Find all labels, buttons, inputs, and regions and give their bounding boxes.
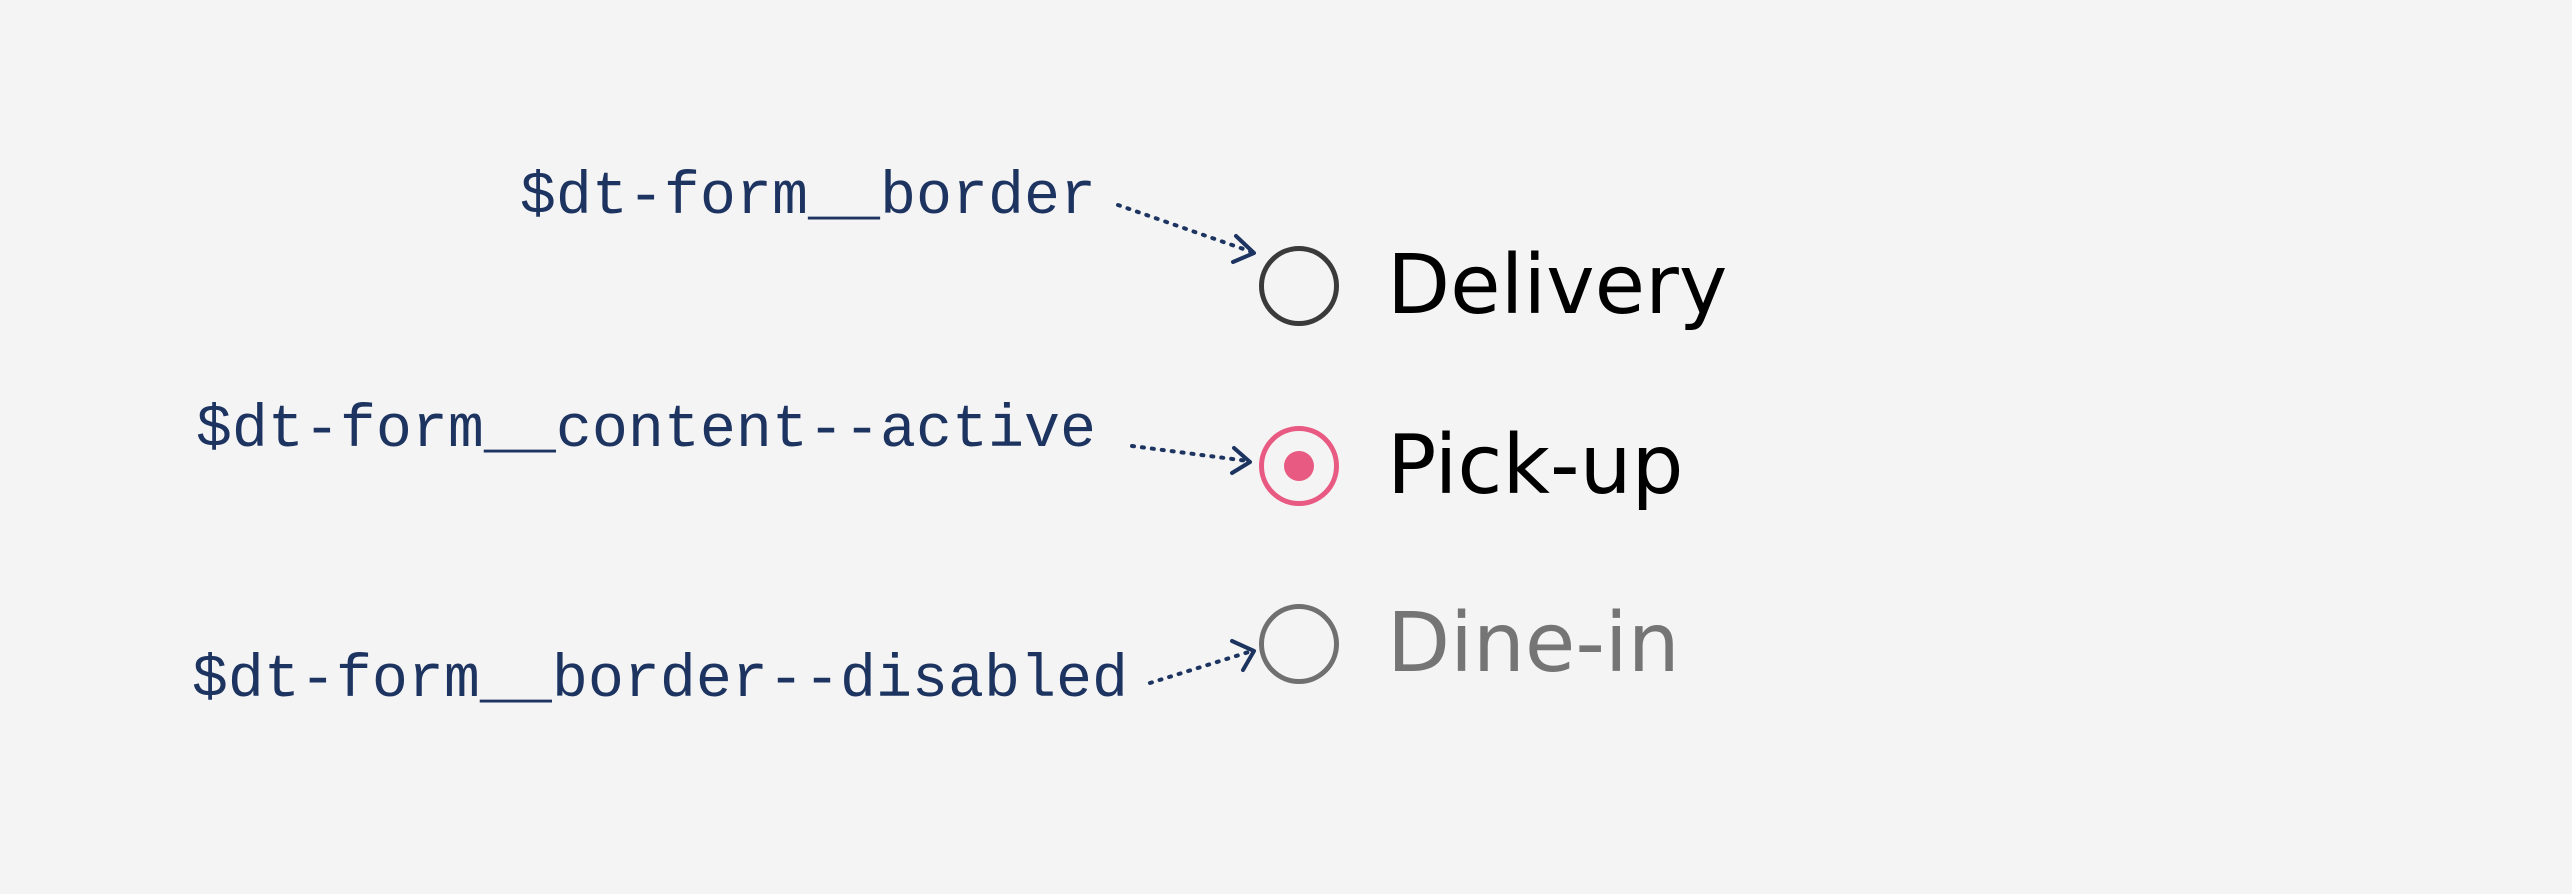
arrow-to-border-disabled [1148, 639, 1256, 685]
radio-label-pickup: Pick-up [1387, 418, 1684, 513]
radio-selected-dot [1284, 451, 1314, 481]
annotation-border-token: $dt-form__border [519, 164, 1096, 232]
annotation-border-disabled-token: $dt-form__border--disabled [191, 647, 1128, 715]
radio-circle-pickup[interactable] [1259, 426, 1339, 506]
radio-label-dinein: Dine-in [1387, 596, 1680, 691]
arrow-to-content-active [1130, 444, 1252, 475]
radio-label-delivery: Delivery [1387, 238, 1728, 333]
radio-option-dinein: Dine-in [1259, 596, 1680, 691]
radio-option-delivery[interactable]: Delivery [1259, 238, 1728, 333]
arrow-to-border [1116, 203, 1256, 264]
annotation-content-active-token: $dt-form__content--active [195, 397, 1096, 465]
radio-option-pickup[interactable]: Pick-up [1259, 418, 1684, 513]
radio-circle-delivery[interactable] [1259, 246, 1339, 326]
radio-circle-dinein [1259, 604, 1339, 684]
